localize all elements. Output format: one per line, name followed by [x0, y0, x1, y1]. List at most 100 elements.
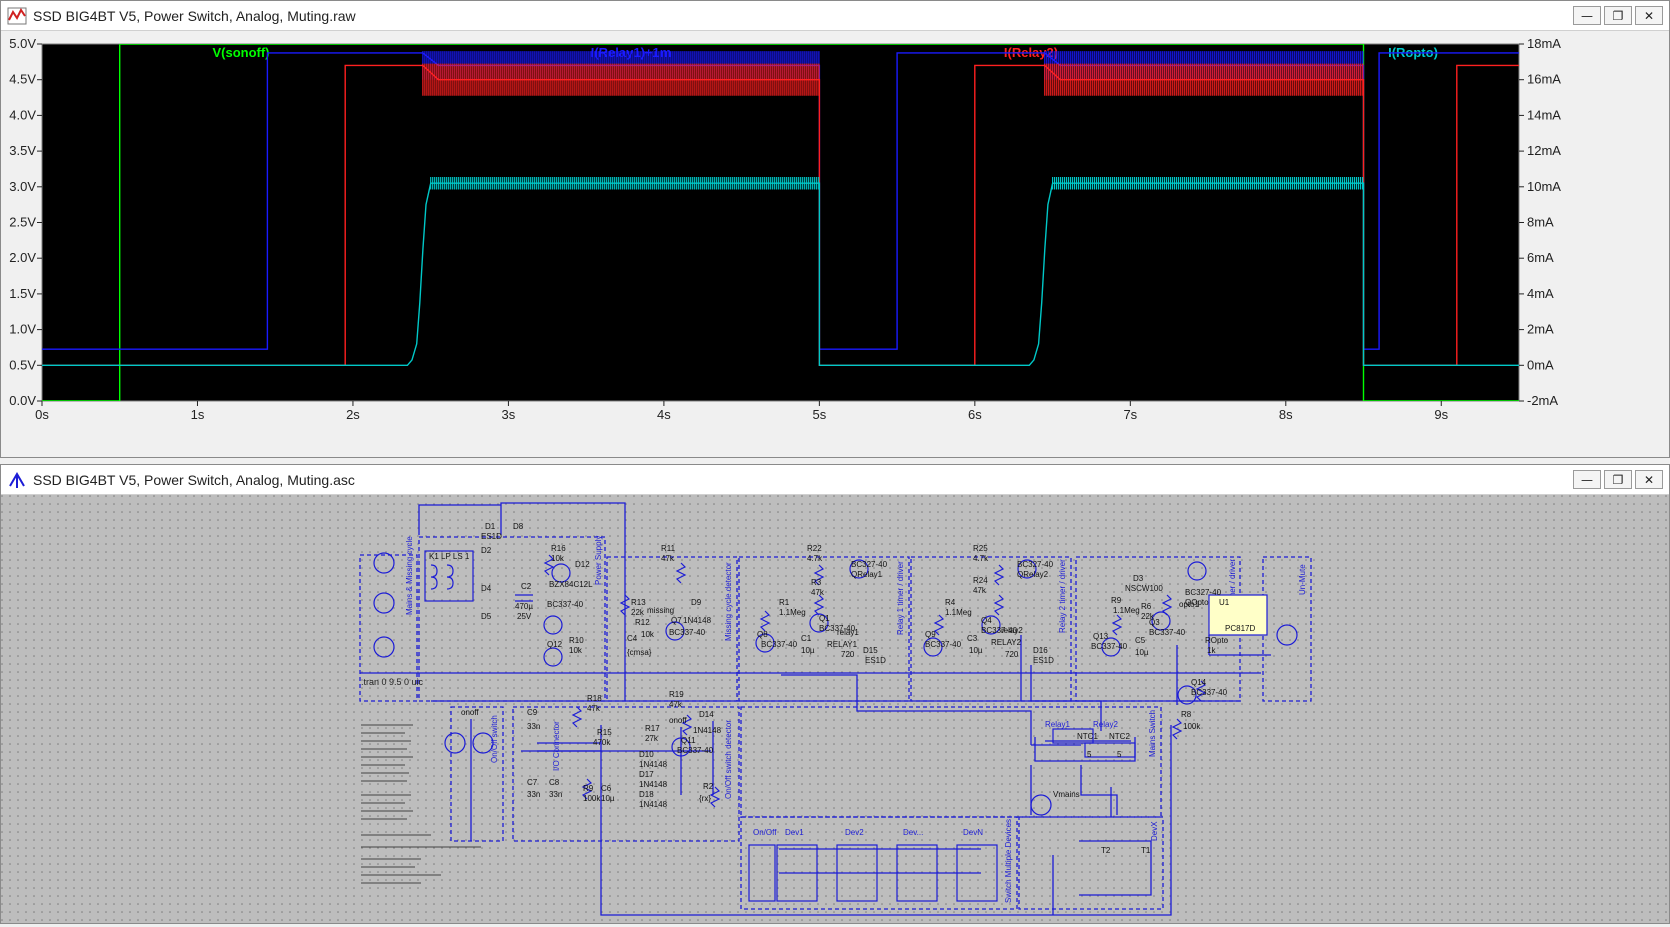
waveform-window-titlebar[interactable]: SSD BIG4BT V5, Power Switch, Analog, Mut…	[1, 1, 1669, 31]
label-qrelay1v: BC327-40	[851, 560, 888, 569]
minimize-button[interactable]: —	[1573, 6, 1601, 25]
schematic-grid	[1, 495, 1669, 923]
section-title-mains: Mains & Missing cycle	[405, 536, 414, 615]
label-d12: D12	[575, 560, 590, 569]
label-q14: Q14	[1191, 678, 1207, 687]
label-ntc2: NTC2	[1109, 732, 1130, 741]
label-r15: R15	[597, 728, 612, 737]
label-r9bv: 100k	[583, 794, 601, 803]
label-d12v: BZX84C12L	[549, 580, 593, 589]
restore-button[interactable]: ❐	[1604, 470, 1632, 489]
label-d18v: 1N4148	[639, 800, 668, 809]
label-onoffbox: On/Off	[753, 828, 777, 837]
label-dev1: Dev1	[785, 828, 804, 837]
x-tick-label: 1s	[191, 407, 205, 422]
label-d8: D8	[513, 522, 524, 531]
section-title-relay2: Relay 2 timer / driver	[1058, 559, 1067, 633]
y-left-tick-label: 2.5V	[9, 215, 36, 230]
label-onoff-net: onoff	[669, 716, 687, 725]
label-q12: Q12	[547, 640, 563, 649]
label-d14: D14	[699, 710, 714, 719]
label-d4: D4	[481, 584, 492, 593]
label-d14v: 1N4148	[693, 726, 722, 735]
x-tick-label: 2s	[346, 407, 360, 422]
label-dev2: Dev2	[845, 828, 864, 837]
label-c7: C7	[527, 778, 538, 787]
label-r16: R16	[551, 544, 566, 553]
label-relay1b: Relay1	[1045, 720, 1070, 729]
label-d1: D1	[485, 522, 496, 531]
schematic-window-titlebar[interactable]: SSD BIG4BT V5, Power Switch, Analog, Mut…	[1, 465, 1669, 495]
y-right-tick-label: 6mA	[1527, 250, 1554, 265]
label-r10: R10	[569, 636, 584, 645]
label-d16: D16	[1033, 646, 1048, 655]
label-devd: Dev...	[903, 828, 923, 837]
label-r6: R6	[1141, 602, 1152, 611]
label-k1: K1 LP LS 1	[429, 552, 470, 561]
restore-button[interactable]: ❐	[1604, 6, 1632, 25]
y-right-tick-label: 12mA	[1527, 143, 1561, 158]
series-i-relay2--ripple	[1044, 63, 1364, 96]
label-c6v: 10µ	[601, 794, 615, 803]
waveform-window-title: SSD BIG4BT V5, Power Switch, Analog, Mut…	[33, 7, 356, 24]
schematic-notes	[361, 724, 481, 884]
label-q9v: BC337-40	[925, 640, 962, 649]
label-r22v: 4.7k	[807, 554, 823, 563]
label-c2r: 25V	[517, 612, 532, 621]
label-roptov: 1k	[1207, 646, 1216, 655]
series-i-ropto--ripple	[1052, 177, 1364, 190]
label-r22: R22	[807, 544, 822, 553]
label-c5: C5	[1135, 636, 1146, 645]
tran-directive[interactable]: .tran 0 9.5 0 uic	[361, 677, 424, 687]
y-left-tick-label: 1.5V	[9, 286, 36, 301]
section-title-relay1: Relay 1 timer / driver	[896, 561, 905, 635]
y-left-tick-label: 3.5V	[9, 143, 36, 158]
label-qopto: QOpto	[1185, 598, 1209, 607]
label-missing: missing	[647, 606, 674, 615]
label-r24: R24	[973, 576, 988, 585]
y-left-tick-label: 4.0V	[9, 107, 36, 122]
schematic-canvas[interactable]: Mains & Missing cycle Power Supply Missi…	[1, 495, 1669, 923]
label-r13v: 22k	[631, 608, 645, 617]
series-i-relay1-1m-line	[42, 52, 1519, 350]
label-c3: C3	[967, 634, 978, 643]
label-r25v: 4.7k	[973, 554, 989, 563]
label-ropto: ROpto	[1205, 636, 1229, 645]
schematic-app-icon	[7, 470, 27, 490]
label-r9b: R9	[583, 784, 594, 793]
plot-area[interactable]	[41, 43, 1520, 402]
label-c4v: {cmsa}	[627, 648, 652, 657]
y-right-tick-label: 4mA	[1527, 286, 1554, 301]
series-label[interactable]: V(sonoff)	[212, 45, 269, 60]
label-q8v: BC337-40	[761, 640, 798, 649]
label-onoff: onoff	[461, 708, 479, 717]
label-r18: R18	[587, 694, 602, 703]
x-tick-label: 7s	[1123, 407, 1137, 422]
x-tick-label: 5s	[813, 407, 827, 422]
series-i-ropto--line	[42, 182, 1519, 366]
label-c4: C4	[627, 634, 638, 643]
label-q14v: BC337-40	[1191, 688, 1228, 697]
label-r6v: 22k	[1141, 612, 1155, 621]
section-title-onoffsw: On/Off switch	[490, 715, 499, 763]
label-c8v: 33n	[549, 790, 562, 799]
minimize-button[interactable]: —	[1573, 470, 1601, 489]
label-qrelay2v: BC327-40	[1017, 560, 1054, 569]
series-i-relay2--ripple	[422, 63, 820, 96]
label-r18v: 47k	[587, 704, 601, 713]
label-r3: R3	[811, 578, 822, 587]
label-d3: D3	[1133, 574, 1144, 583]
label-relay1n: relay1	[837, 628, 859, 637]
label-d18: D18	[639, 790, 654, 799]
section-title-devx: DevX	[1150, 821, 1159, 841]
schematic-window-title: SSD BIG4BT V5, Power Switch, Analog, Mut…	[33, 471, 355, 488]
y-right-tick-label: 8mA	[1527, 215, 1554, 230]
label-r1v: 1.1Meg	[779, 608, 806, 617]
section-title-missing: Missing cycle detector	[724, 562, 733, 641]
label-q8: Q8	[757, 630, 768, 639]
close-button[interactable]: ✕	[1635, 6, 1663, 25]
close-button[interactable]: ✕	[1635, 470, 1663, 489]
label-t1: T1	[1141, 846, 1151, 855]
label-q7v: BC337-40	[669, 628, 706, 637]
